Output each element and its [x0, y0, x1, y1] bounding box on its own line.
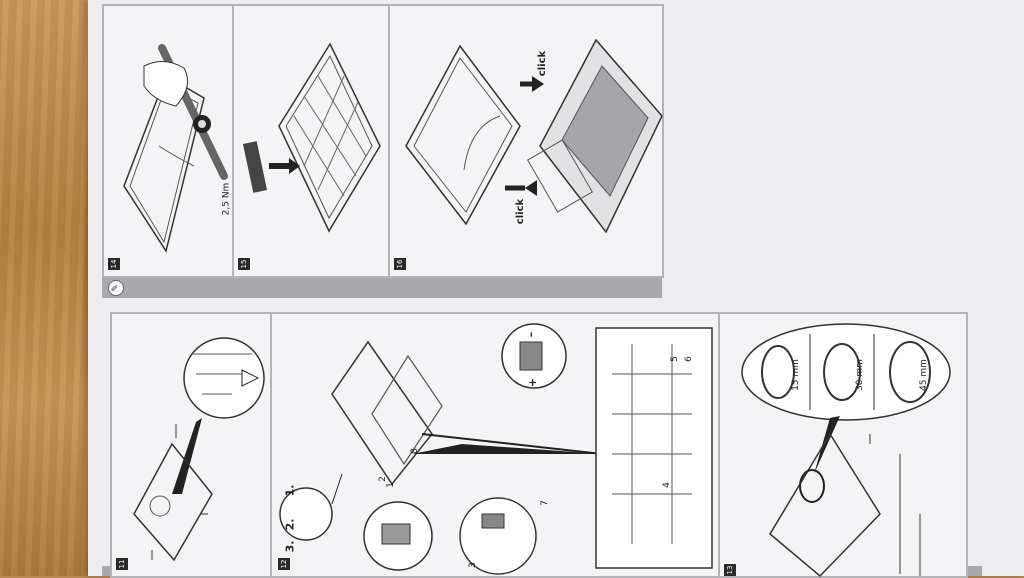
click-label-bottom: click	[515, 198, 527, 225]
upper-band	[102, 276, 662, 298]
step-14-panel: 14 2,5 Nm	[102, 4, 234, 278]
wrench-icon: ✎	[108, 280, 124, 296]
torque-label: 2,5 Nm	[221, 182, 232, 216]
step-16-illustration	[405, 38, 663, 234]
sequence-step-3: 3.	[283, 540, 297, 553]
step-12-illustration	[279, 323, 713, 575]
sequence-step-2: 2.	[283, 518, 297, 531]
click-label-top: click	[537, 50, 549, 77]
callout-6: 6	[683, 356, 694, 362]
callout-2: 2	[377, 476, 388, 482]
callout-3: 3	[467, 562, 478, 568]
dimension-30mm: 30 mm	[854, 359, 865, 391]
step-16-panel: 16 click click	[388, 4, 664, 278]
dimension-15mm: 15 mm	[790, 359, 801, 391]
step-11-panel: 11	[110, 312, 272, 578]
polarity-plus: +	[526, 377, 540, 388]
sequence-step-1: 1.	[283, 484, 297, 497]
dimension-45mm: 45 mm	[918, 359, 929, 391]
callout-8: 8	[409, 448, 420, 454]
step-12-panel: 12 1. 2. 3. 1 2 3 4 5 6 7 8 + –	[270, 312, 720, 578]
step-13-panel: 13 15 mm 30 mm 45 mm	[718, 312, 968, 578]
step-11-illustration	[133, 337, 265, 562]
callout-4: 4	[661, 482, 672, 488]
instruction-sheet: ✎ 14 2,5 Nm 15 1 6	[88, 0, 1024, 578]
step-15-panel: 15	[232, 4, 390, 278]
callout-1: 1	[385, 482, 396, 488]
step-14-illustration	[123, 44, 228, 253]
polarity-minus: –	[524, 331, 538, 338]
callout-5: 5	[669, 356, 680, 362]
step-15-illustration	[242, 42, 381, 233]
callout-7: 7	[539, 500, 550, 506]
step-13-illustration	[741, 323, 951, 578]
